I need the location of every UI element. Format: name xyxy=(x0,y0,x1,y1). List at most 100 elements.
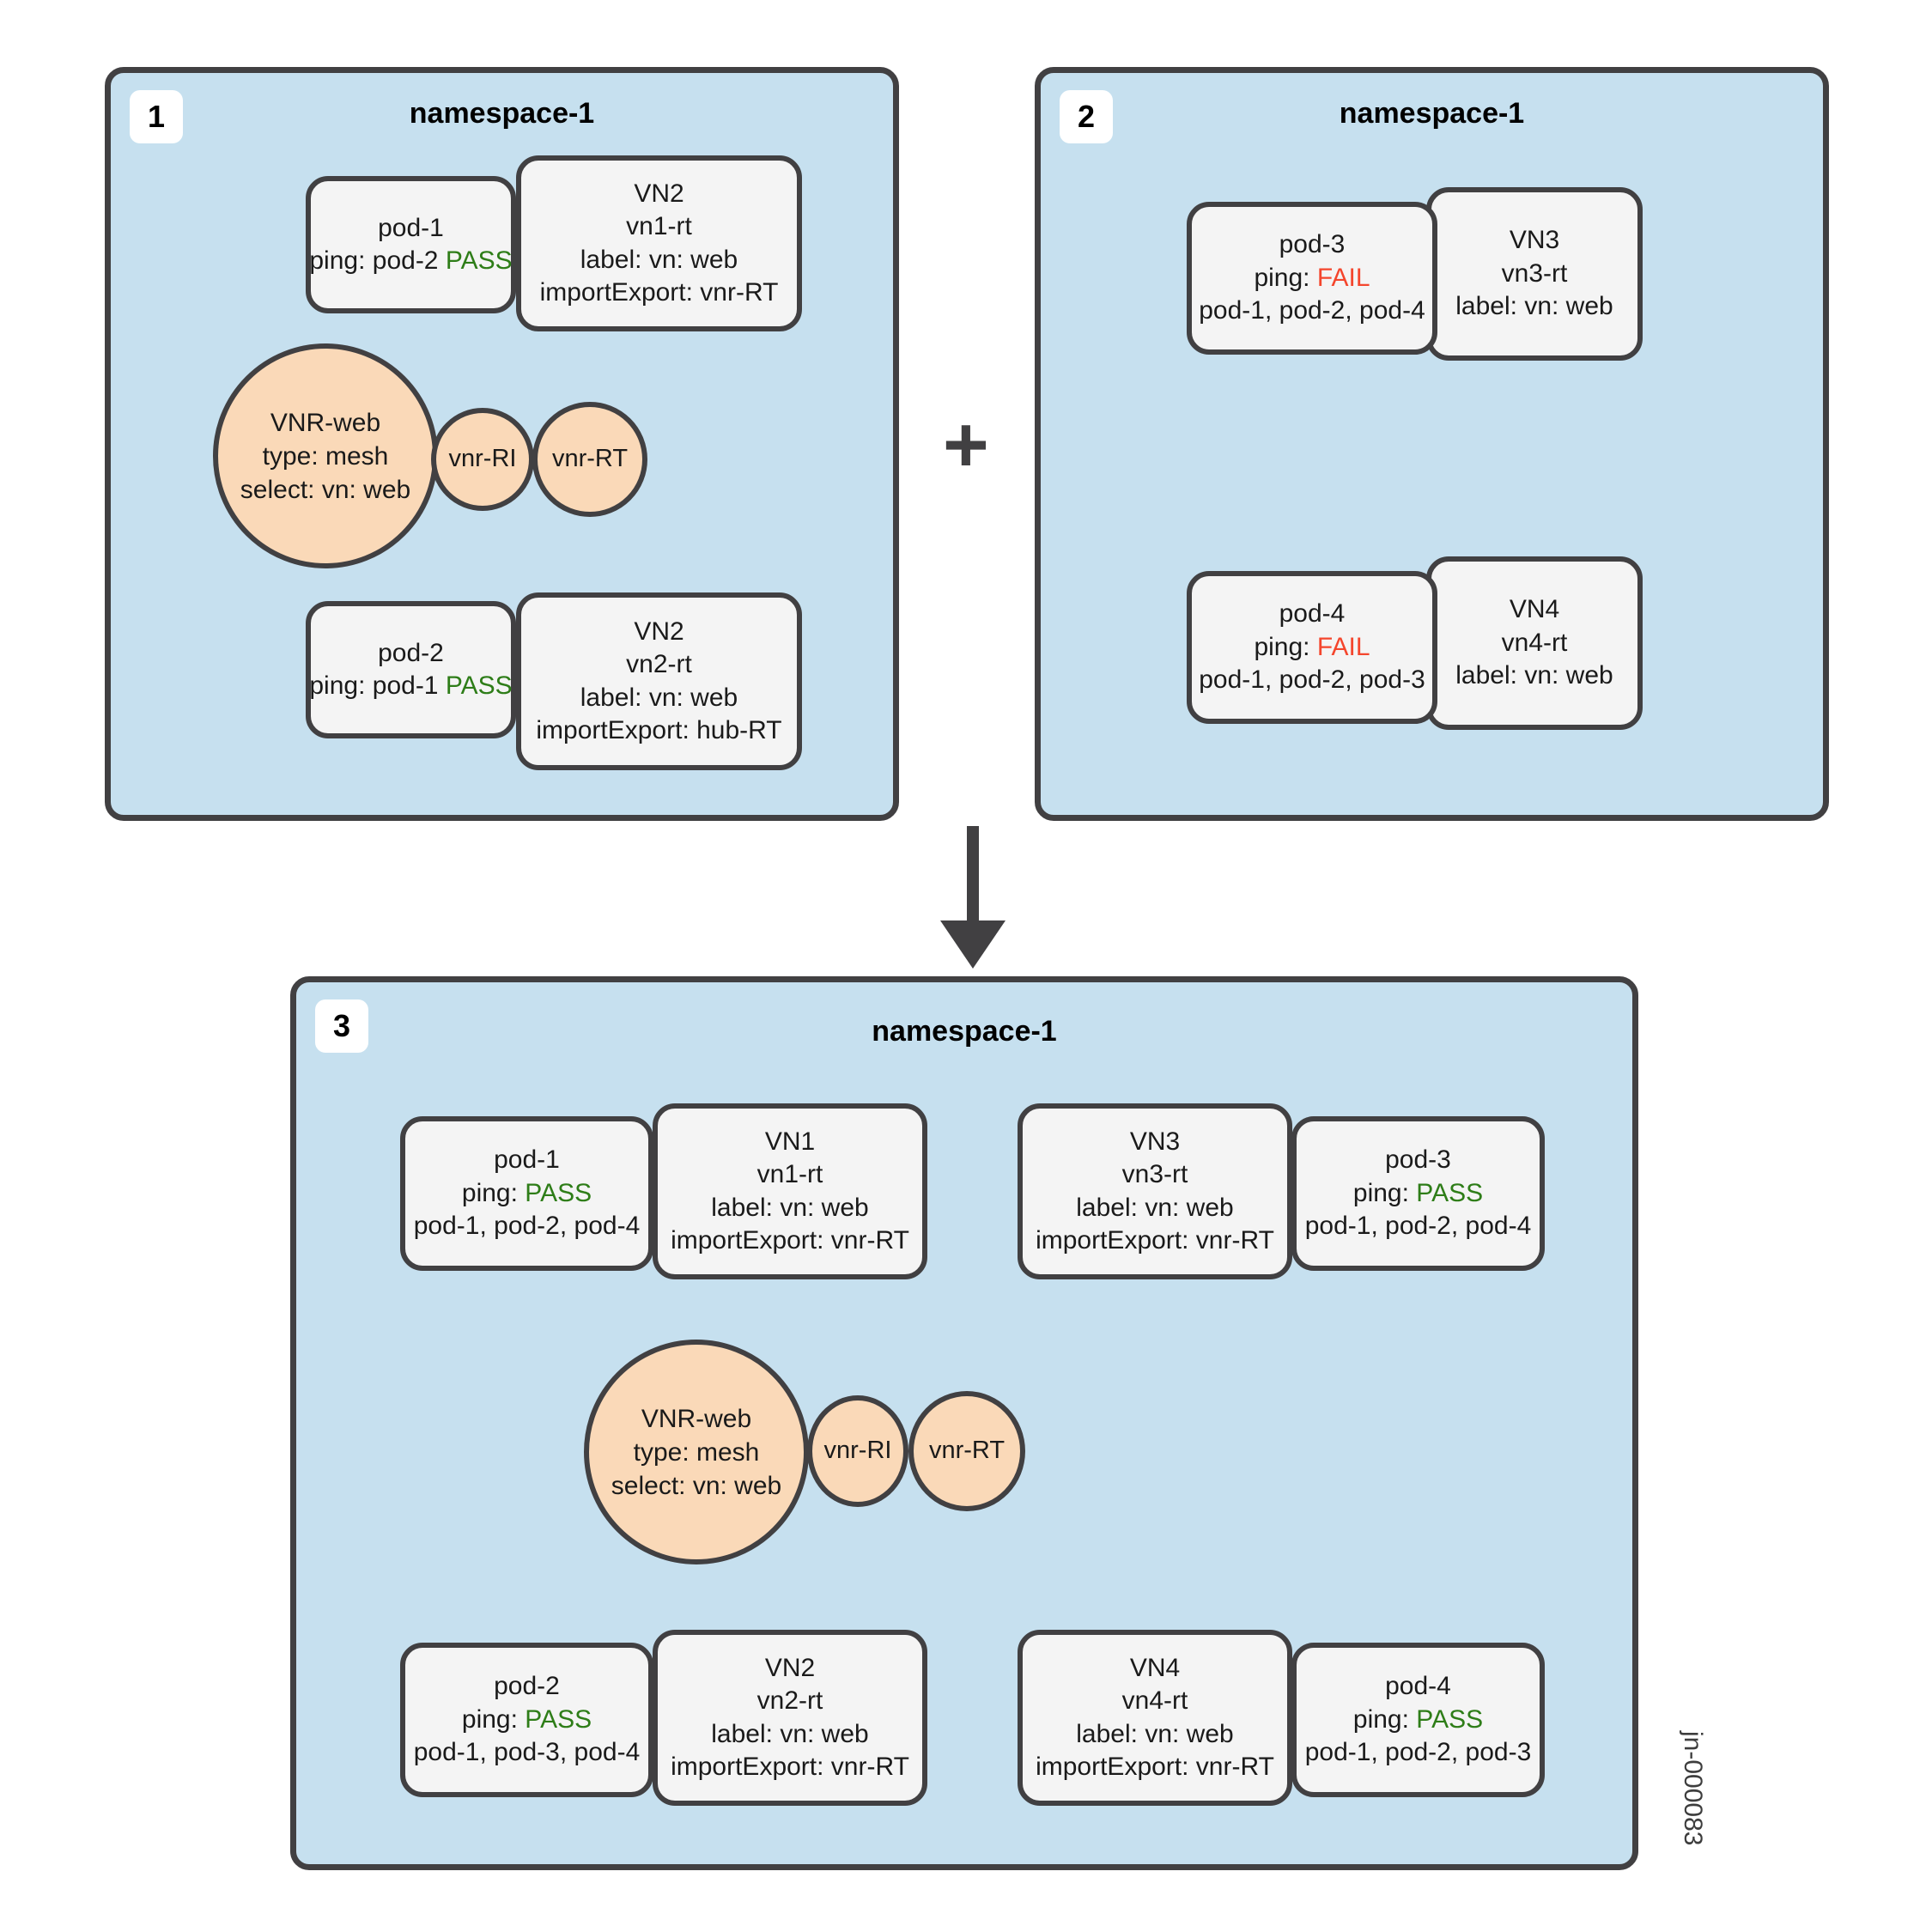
p3-vn3-title: VN3 xyxy=(1129,1127,1181,1156)
panel-badge-3: 3 xyxy=(315,999,368,1053)
p1-pod1-name: pod-1 xyxy=(378,213,444,242)
p1-pod2-ping: ping: pod-1 PASS xyxy=(309,670,512,702)
p1-vn2b-importexport: importExport: hub-RT xyxy=(536,715,782,744)
p1-vn2-vn2rt-box[interactable]: VN2 vn2-rt label: vn: web importExport: … xyxy=(516,592,802,770)
p2-pod3-peers: pod-1, pod-2, pod-4 xyxy=(1199,296,1425,325)
p3-vn3-importexport: importExport: vnr-RT xyxy=(1036,1225,1274,1255)
p2-pod-3-box[interactable]: pod-3 ping: FAIL pod-1, pod-2, pod-4 xyxy=(1187,202,1437,355)
p3-pod1-peers: pod-1, pod-2, pod-4 xyxy=(413,1212,641,1241)
p2-pod3-name: pod-3 xyxy=(1279,230,1346,259)
p3-vnrrt-label: vnr-RT xyxy=(928,1437,1005,1465)
panel-title-2: namespace-1 xyxy=(1339,97,1525,130)
p2-vn4-rt: vn4-rt xyxy=(1501,628,1568,657)
p1-vn2-vn1rt-box[interactable]: VN2 vn1-rt label: vn: web importExport: … xyxy=(516,155,802,331)
p2-pod4-ping-label: ping: xyxy=(1254,632,1317,661)
p1-vn2a-importexport: importExport: vnr-RT xyxy=(539,277,779,307)
p3-pod1-ping: ping: PASS xyxy=(462,1177,592,1210)
p1-vnrweb-type: type: mesh xyxy=(262,441,389,471)
p3-pod2-ping-status: PASS xyxy=(525,1704,592,1734)
p2-vn4-box[interactable]: VN4 vn4-rt label: vn: web xyxy=(1426,556,1643,730)
p2-vn3-rt: vn3-rt xyxy=(1501,258,1568,288)
p2-pod3-ping-label: ping: xyxy=(1254,263,1317,292)
p3-pod1-name: pod-1 xyxy=(494,1145,560,1175)
p3-vn1-title: VN1 xyxy=(764,1127,816,1156)
p3-pod1-ping-label: ping: xyxy=(461,1178,526,1207)
p3-vn3-box[interactable]: VN3 vn3-rt label: vn: web importExport: … xyxy=(1018,1103,1292,1279)
p3-pod2-ping-label: ping: xyxy=(461,1704,526,1734)
p3-pod-2-box[interactable]: pod-2 ping: PASS pod-1, pod-3, pod-4 xyxy=(400,1643,653,1797)
p1-vnrrt-label: vnr-RT xyxy=(551,445,629,473)
p2-vn4-title: VN4 xyxy=(1509,595,1560,624)
panel-badge-2: 2 xyxy=(1060,90,1113,143)
p3-pod4-name: pod-4 xyxy=(1385,1672,1451,1701)
p3-vn4-box[interactable]: VN4 vn4-rt label: vn: web importExport: … xyxy=(1018,1630,1292,1806)
p3-pod3-ping-status: PASS xyxy=(1416,1178,1484,1207)
p3-pod-1-box[interactable]: pod-1 ping: PASS pod-1, pod-2, pod-4 xyxy=(400,1116,653,1271)
p1-vnr-web-node[interactable]: VNR-web type: mesh select: vn: web xyxy=(213,343,438,568)
p2-pod3-ping-status: FAIL xyxy=(1316,263,1370,292)
p3-pod3-ping: ping: PASS xyxy=(1353,1177,1483,1210)
p2-vn3-title: VN3 xyxy=(1509,226,1560,255)
p2-pod3-ping: ping: FAIL xyxy=(1254,262,1370,295)
p3-vnrweb-select: select: vn: web xyxy=(611,1471,782,1500)
p3-vn1-importexport: importExport: vnr-RT xyxy=(671,1225,909,1255)
p3-vnr-rt-node[interactable]: vnr-RT xyxy=(908,1391,1025,1511)
p1-pod-1-box[interactable]: pod-1 ping: pod-2 PASS xyxy=(306,176,516,313)
panel-badge-1: 1 xyxy=(130,90,183,143)
p3-pod4-ping-label: ping: xyxy=(1352,1704,1417,1734)
p3-pod2-ping: ping: PASS xyxy=(462,1704,592,1736)
watermark-label: jn-000083 xyxy=(1679,1731,1707,1846)
p3-vn2-rt: vn2-rt xyxy=(756,1686,823,1716)
p3-vn4-label: label: vn: web xyxy=(1076,1719,1234,1748)
p3-pod2-name: pod-2 xyxy=(494,1672,560,1701)
p3-pod4-ping-status: PASS xyxy=(1416,1704,1484,1734)
p1-pod1-ping-label: ping: pod-2 xyxy=(309,246,446,275)
p2-vn4-label: label: vn: web xyxy=(1455,661,1613,690)
plus-operator: + xyxy=(943,401,989,489)
p1-vnrweb-select: select: vn: web xyxy=(240,475,411,504)
p1-vn2b-label: label: vn: web xyxy=(580,683,738,712)
p3-vn2-title: VN2 xyxy=(764,1653,816,1682)
p3-pod3-ping-label: ping: xyxy=(1352,1178,1417,1207)
p1-vn2a-label: label: vn: web xyxy=(580,245,738,274)
p3-vnr-ri-node[interactable]: vnr-RI xyxy=(807,1395,908,1507)
p3-pod4-ping: ping: PASS xyxy=(1353,1704,1483,1736)
p3-pod2-peers: pod-1, pod-3, pod-4 xyxy=(413,1738,641,1767)
p3-vn2-label: label: vn: web xyxy=(711,1719,869,1748)
p1-vn2a-rt: vn1-rt xyxy=(626,212,692,241)
p3-vnr-web-node[interactable]: VNR-web type: mesh select: vn: web xyxy=(584,1340,809,1564)
p3-pod3-peers: pod-1, pod-2, pod-4 xyxy=(1304,1212,1532,1241)
p1-vnrri-label: vnr-RI xyxy=(448,445,517,473)
p3-vn1-label: label: vn: web xyxy=(711,1193,869,1222)
p1-vn2a-title: VN2 xyxy=(634,179,684,208)
p1-vn2b-rt: vn2-rt xyxy=(626,650,692,679)
p3-pod1-ping-status: PASS xyxy=(525,1178,592,1207)
p3-pod3-name: pod-3 xyxy=(1385,1145,1451,1175)
p3-vn3-rt: vn3-rt xyxy=(1121,1160,1188,1189)
p2-pod4-peers: pod-1, pod-2, pod-3 xyxy=(1199,665,1425,695)
panel-title-3: namespace-1 xyxy=(872,1015,1057,1048)
p2-pod4-ping: ping: FAIL xyxy=(1254,631,1370,664)
p1-pod1-ping-status: PASS xyxy=(445,246,513,275)
p2-vn3-box[interactable]: VN3 vn3-rt label: vn: web xyxy=(1426,187,1643,361)
p2-pod4-name: pod-4 xyxy=(1279,599,1346,629)
panel-title-1: namespace-1 xyxy=(409,97,595,130)
flow-arrow-head xyxy=(940,920,1005,969)
p3-vn2-box[interactable]: VN2 vn2-rt label: vn: web importExport: … xyxy=(653,1630,927,1806)
p3-vnrweb-type: type: mesh xyxy=(633,1437,760,1467)
p2-pod-4-box[interactable]: pod-4 ping: FAIL pod-1, pod-2, pod-3 xyxy=(1187,571,1437,724)
p1-vnrweb-title: VNR-web xyxy=(270,408,381,437)
p3-pod4-peers: pod-1, pod-2, pod-3 xyxy=(1304,1738,1532,1767)
p1-vn2b-title: VN2 xyxy=(634,617,684,646)
p1-vnr-rt-node[interactable]: vnr-RT xyxy=(532,402,647,517)
p3-pod-4-box[interactable]: pod-4 ping: PASS pod-1, pod-2, pod-3 xyxy=(1291,1643,1545,1797)
p3-vn1-box[interactable]: VN1 vn1-rt label: vn: web importExport: … xyxy=(653,1103,927,1279)
p3-vn4-rt: vn4-rt xyxy=(1121,1686,1188,1716)
p1-pod-2-box[interactable]: pod-2 ping: pod-1 PASS xyxy=(306,601,516,738)
p3-pod-3-box[interactable]: pod-3 ping: PASS pod-1, pod-2, pod-4 xyxy=(1291,1116,1545,1271)
p3-vn1-rt: vn1-rt xyxy=(756,1160,823,1189)
p1-vnr-ri-node[interactable]: vnr-RI xyxy=(431,408,534,511)
p1-pod1-ping: ping: pod-2 PASS xyxy=(309,245,512,277)
p3-vn2-importexport: importExport: vnr-RT xyxy=(671,1752,909,1781)
